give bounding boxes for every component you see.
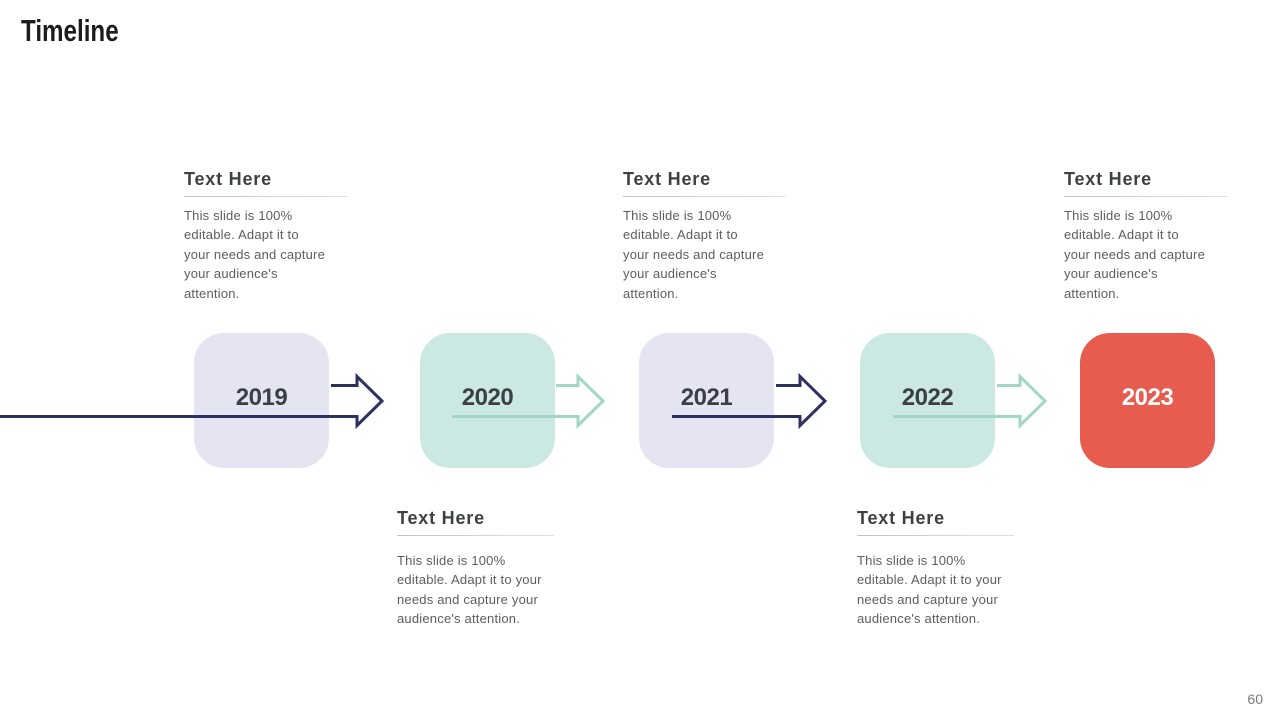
year-label-2019: 2019 [235,383,288,411]
year-label-2021: 2021 [680,383,733,411]
text-block-heading: Text Here [184,169,272,189]
text-block-body: This slide is 100% editable. Adapt it to… [623,208,764,301]
year-box-2022: 2022 [860,333,995,468]
text-block-2021: Text Here This slide is 100% editable. A… [623,168,803,303]
heading-underline [857,535,1014,536]
heading-underline [1064,196,1227,197]
page-number: 60 [1247,691,1263,707]
year-box-2021: 2021 [639,333,774,468]
text-block-2019: Text Here This slide is 100% editable. A… [184,168,364,303]
text-block-heading: Text Here [623,169,711,189]
text-block-2023: Text Here This slide is 100% editable. A… [1064,168,1244,303]
year-box-2023: 2023 [1080,333,1215,468]
text-block-body: This slide is 100% editable. Adapt it to… [397,553,542,627]
page-title: Timeline [21,13,119,48]
year-label-2023: 2023 [1121,383,1174,411]
heading-underline [397,535,554,536]
heading-underline [184,196,347,197]
heading-underline [623,196,786,197]
text-block-2020: Text Here This slide is 100% editable. A… [397,507,577,629]
text-block-body: This slide is 100% editable. Adapt it to… [184,208,325,301]
text-block-body: This slide is 100% editable. Adapt it to… [1064,208,1205,301]
text-block-2022: Text Here This slide is 100% editable. A… [857,507,1037,629]
text-block-heading: Text Here [1064,169,1152,189]
year-box-2020: 2020 [420,333,555,468]
text-block-body: This slide is 100% editable. Adapt it to… [857,553,1002,627]
year-label-2020: 2020 [461,383,514,411]
text-block-heading: Text Here [857,508,945,528]
text-block-heading: Text Here [397,508,485,528]
year-box-2019: 2019 [194,333,329,468]
year-label-2022: 2022 [901,383,954,411]
